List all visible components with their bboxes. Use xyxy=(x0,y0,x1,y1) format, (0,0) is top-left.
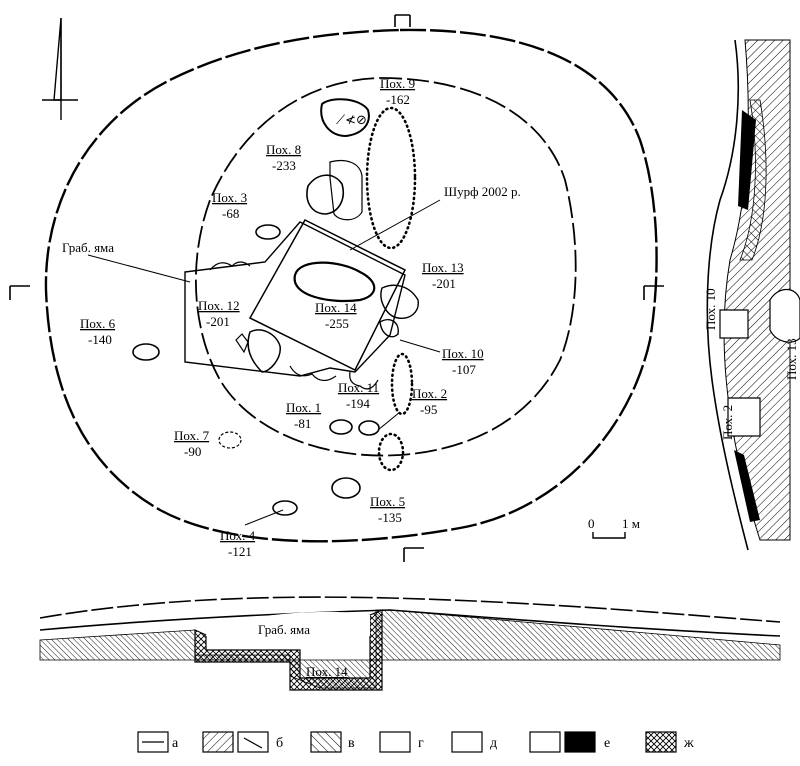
scale-one: 1 м xyxy=(622,516,640,531)
burial-12-pit xyxy=(247,329,281,373)
right-section-profile: Пох. 10 Пох. 2 Пох. 13 xyxy=(703,39,800,551)
scale-bar: 0 1 м xyxy=(588,516,640,539)
bottom-label-burial-14: Пох. 14 xyxy=(306,664,348,679)
depth-burial-5: -135 xyxy=(378,510,402,525)
depth-burial-4: -121 xyxy=(228,544,252,559)
label-robbery-pit: Граб. яма xyxy=(62,240,114,255)
depth-burial-14: -255 xyxy=(325,316,349,331)
depth-burial-13: -201 xyxy=(432,276,456,291)
label-burial-10: Пох. 10 xyxy=(442,346,484,361)
label-burial-4: Пох. 4 xyxy=(220,528,256,543)
svg-text:б: б xyxy=(276,736,283,751)
section-markers xyxy=(9,14,664,562)
svg-text:в: в xyxy=(348,736,355,751)
label-burial-8: Пох. 8 xyxy=(266,142,301,157)
label-burial-9: Пох. 9 xyxy=(380,76,415,91)
depth-burial-11: -194 xyxy=(346,396,370,411)
depth-burial-7: -90 xyxy=(184,444,201,459)
burial-9-dotted-pit xyxy=(365,106,417,250)
depth-burial-10: -107 xyxy=(452,362,476,377)
label-burial-5: Пох. 5 xyxy=(370,494,405,509)
depth-burial-9: -162 xyxy=(386,92,410,107)
legend-item-b: б xyxy=(202,731,283,753)
robbery-pit-outline xyxy=(184,221,406,377)
burial-14-pit xyxy=(380,284,419,319)
depth-burial-12: -201 xyxy=(206,314,230,329)
burial-13-pit xyxy=(293,261,376,303)
right-label-burial-2: Пох. 2 xyxy=(720,405,735,440)
depth-burial-3: -68 xyxy=(222,206,239,221)
svg-text:г: г xyxy=(418,736,424,751)
legend-item-a: а xyxy=(137,731,179,753)
svg-text:ж: ж xyxy=(683,736,694,751)
mound-inner-boundary xyxy=(194,77,577,457)
svg-text:е: е xyxy=(604,736,610,751)
right-label-burial-13: Пох. 13 xyxy=(784,338,799,380)
label-shurf: Шурф 2002 р. xyxy=(444,184,521,199)
leader-lines xyxy=(87,199,441,526)
label-burial-11: Пох. 11 xyxy=(338,380,379,395)
legend-item-d: д xyxy=(451,731,497,753)
label-burial-3: Пох. 3 xyxy=(212,190,247,205)
small-burial-pits xyxy=(132,224,380,516)
svg-text:а: а xyxy=(172,736,179,751)
burial-labels: Пох. 9 -162 Пох. 8 -233 Пох. 3 -68 Пох. … xyxy=(62,76,521,559)
depth-burial-6: -140 xyxy=(88,332,112,347)
legend: а б в г д е ж xyxy=(137,731,694,753)
svg-text:д: д xyxy=(490,736,497,751)
depth-burial-2: -95 xyxy=(420,402,437,417)
right-label-burial-10: Пох. 10 xyxy=(703,288,718,330)
burial-8-pit xyxy=(306,174,344,215)
label-burial-1: Пох. 1 xyxy=(286,400,321,415)
north-arrow-icon xyxy=(42,17,78,120)
label-burial-12: Пох. 12 xyxy=(198,298,240,313)
burial-9-pit xyxy=(320,98,370,138)
scale-zero: 0 xyxy=(588,516,595,531)
label-burial-7: Пох. 7 xyxy=(174,428,210,443)
label-burial-2: Пох. 2 xyxy=(412,386,447,401)
bottom-label-robbery-pit: Граб. яма xyxy=(258,622,310,637)
svg-text:⟋≮⊘: ⟋≮⊘ xyxy=(336,113,367,128)
depth-burial-1: -81 xyxy=(294,416,311,431)
legend-item-e: е xyxy=(529,731,610,753)
label-burial-13: Пох. 13 xyxy=(422,260,464,275)
legend-item-zh: ж xyxy=(645,731,694,753)
depth-burial-8: -233 xyxy=(272,158,296,173)
legend-item-g: г xyxy=(379,731,424,753)
shurf-2002-trench xyxy=(248,219,407,372)
legend-item-v: в xyxy=(310,731,355,753)
bottom-section-profile: Граб. яма Пох. 14 xyxy=(39,596,781,691)
label-burial-14: Пох. 14 xyxy=(315,300,357,315)
label-burial-6: Пох. 6 xyxy=(80,316,116,331)
mound-outer-boundary xyxy=(44,28,658,543)
